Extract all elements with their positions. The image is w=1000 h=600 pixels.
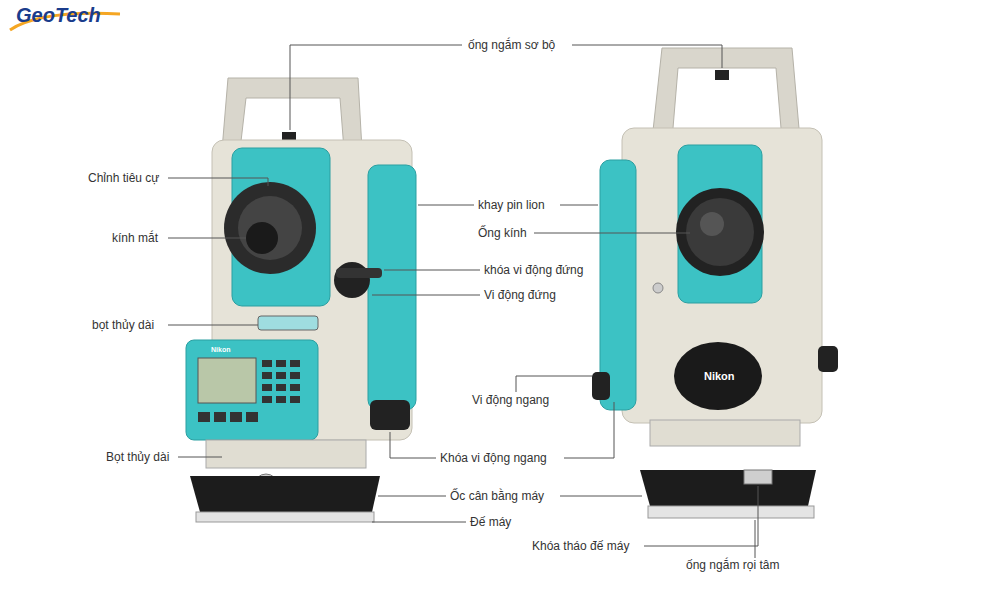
part-label: Vi động ngang (470, 393, 551, 407)
brand-mark: Nikon (209, 346, 232, 354)
part-label: bọt thủy dài (90, 318, 156, 332)
part-label: kính mắt (110, 231, 160, 245)
left-instrument (186, 78, 416, 522)
part-label: Vi động đứng (482, 288, 558, 302)
right-instrument (592, 48, 838, 518)
part-label: Ống kính (476, 226, 529, 240)
part-label: ống ngắm rọi tâm (684, 558, 781, 572)
part-label: khay pin lion (476, 198, 547, 212)
part-label: Đế máy (468, 515, 513, 529)
part-label: Chỉnh tiêu cự (86, 171, 161, 185)
leader-lines (168, 45, 758, 558)
part-label: Ốc cân bằng máy (448, 489, 546, 503)
part-label: Bọt thủy dài (104, 450, 171, 464)
logo-text: GeoTech (14, 8, 103, 22)
part-label: ống ngắm sơ bộ (466, 38, 557, 52)
part-label: khóa vi động đứng (482, 263, 585, 277)
part-label: Khóa vi động ngang (438, 451, 549, 465)
part-label: Khóa tháo đế máy (530, 539, 631, 553)
brand-mark: Nikon (702, 369, 737, 383)
